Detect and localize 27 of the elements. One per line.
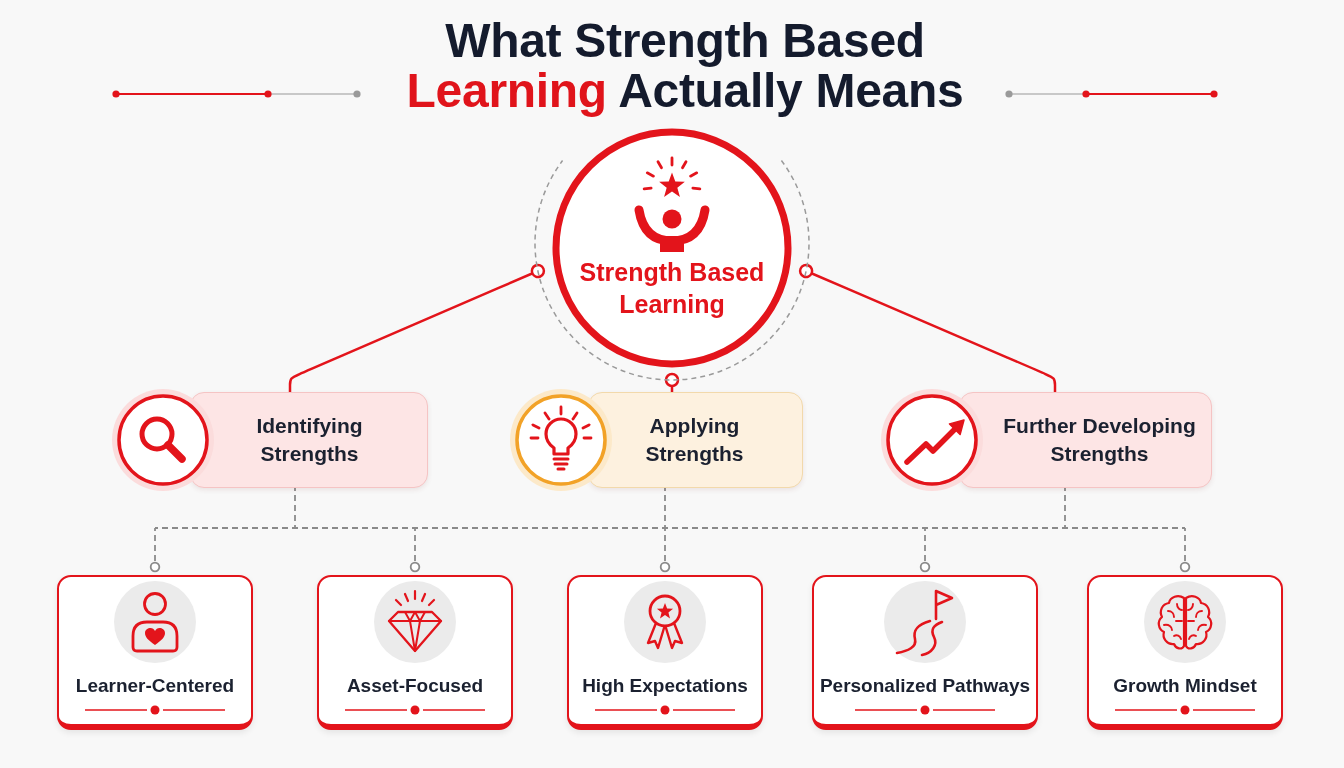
diagram-title: What Strength Based Learning Actually Means — [405, 16, 965, 116]
concept-card — [57, 575, 253, 730]
card-title: Learner-Centered — [74, 674, 236, 698]
dashed-connector — [664, 487, 666, 529]
dashed-connector — [294, 527, 416, 529]
concept-card — [1087, 575, 1283, 730]
dashed-connector — [924, 527, 1066, 529]
card-title: Applying Strengths — [644, 412, 745, 467]
dashed-connector — [414, 527, 666, 529]
card-title: Growth Mindset — [1112, 674, 1258, 698]
card-title: High Expectations — [581, 674, 749, 698]
connector-line — [288, 263, 546, 393]
card-title: Identifying Strengths — [255, 412, 364, 467]
dashed-connector — [154, 527, 296, 529]
connector-line — [798, 263, 1057, 393]
concept-card — [567, 575, 763, 730]
card-title: Asset-Focused — [345, 674, 485, 698]
dashed-connector — [664, 527, 926, 529]
card-title: Personalized Pathways — [818, 674, 1032, 698]
dashed-connector — [294, 487, 296, 529]
concept-card — [317, 575, 513, 730]
concept-card — [812, 575, 1038, 730]
card-title: Further Developing Strengths — [1002, 412, 1197, 467]
connector-line — [664, 372, 680, 392]
dashed-connector — [1064, 487, 1066, 529]
dashed-connector — [1064, 527, 1186, 529]
hub-title: Strength Based Learning — [578, 257, 766, 320]
